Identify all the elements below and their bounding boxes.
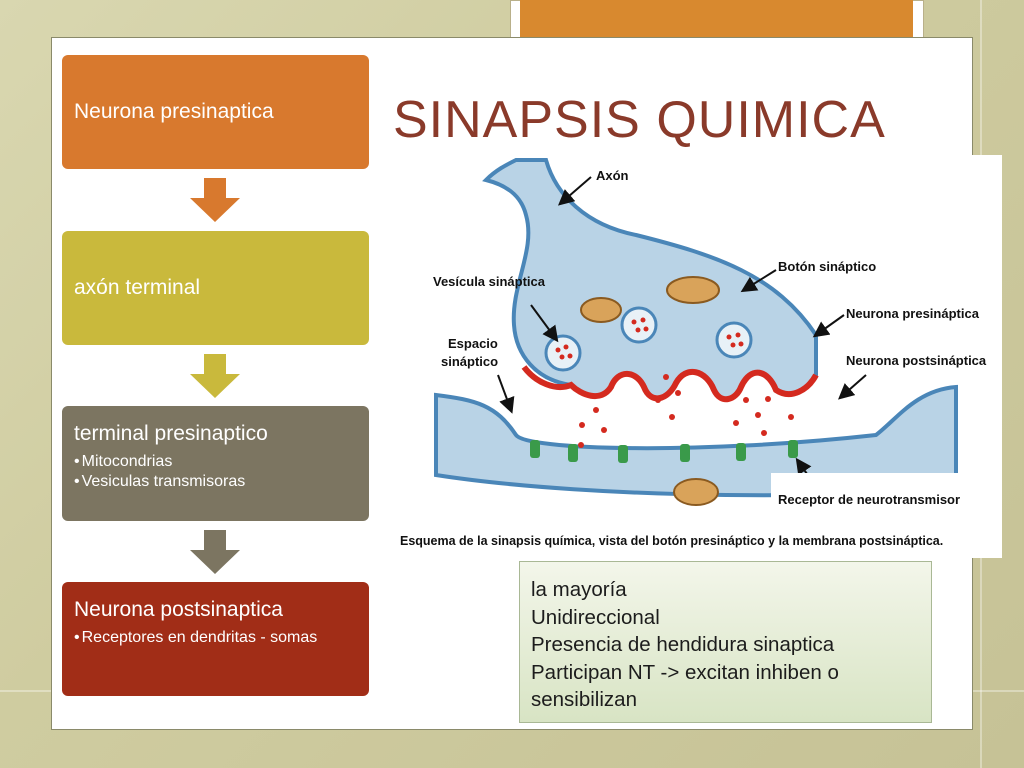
- receptor-icons: [530, 440, 798, 463]
- flow-box-axon-terminal: axón terminal: [62, 231, 369, 345]
- down-arrow-icon: [190, 354, 240, 398]
- bullet-item: Receptores en dendritas - somas: [74, 628, 357, 648]
- flow-box-bullets: Receptores en dendritas - somas: [74, 628, 357, 648]
- info-line: Participan NT -> excitan inhiben o: [531, 660, 839, 684]
- down-arrow-icon: [190, 530, 240, 574]
- info-line: sensibilizan: [531, 688, 637, 711]
- label-postsinaptica: Neurona postsináptica: [846, 353, 987, 368]
- label-pointers: [497, 176, 867, 488]
- flow-box-terminal-presinaptico: terminal presinaptico Mitocondrias Vesic…: [62, 406, 369, 521]
- info-box: la mayoría Unidireccional Presencia de h…: [519, 561, 932, 723]
- label-vesicula: Vesícula sináptica: [433, 274, 546, 289]
- synapse-illustration: Axón Botón sináptico Vesícula sináptica …: [400, 158, 997, 548]
- info-line: la mayoría: [531, 578, 627, 601]
- neurotransmitter-dots: [578, 374, 794, 448]
- synapse-diagram: Axón Botón sináptico Vesícula sináptica …: [396, 155, 1002, 558]
- down-arrow-icon: [190, 178, 240, 222]
- flow-box-neurona-postsinaptica: Neurona postsinaptica Receptores en dend…: [62, 582, 369, 696]
- synaptic-vesicles: [544, 306, 753, 372]
- label-espacio-1: Espacio: [448, 336, 498, 351]
- mitochondria-icon: [666, 276, 720, 304]
- info-line: Unidireccional: [531, 605, 660, 629]
- label-axon: Axón: [596, 168, 629, 183]
- flow-box-neurona-presinaptica: Neurona presinaptica: [62, 55, 369, 169]
- flow-box-bullets: Mitocondrias Vesiculas transmisoras: [74, 452, 357, 492]
- receptor-label-bg: [771, 473, 997, 509]
- flow-box-title: Neurona postsinaptica: [74, 598, 283, 621]
- mitochondria-icon: [580, 297, 622, 323]
- info-line: Presencia de hendidura sinaptica: [531, 633, 835, 656]
- flow-box-title: axón terminal: [74, 276, 201, 299]
- flow-box-title: terminal presinaptico: [74, 422, 268, 445]
- active-zone-membrane: [521, 365, 819, 403]
- flow-box-title: Neurona presinaptica: [74, 100, 274, 123]
- label-presinaptica: Neurona presináptica: [846, 306, 980, 321]
- bullet-item: Vesiculas transmisoras: [74, 472, 357, 492]
- diagram-caption: Esquema de la sinapsis química, vista de…: [400, 534, 943, 548]
- bullet-item: Mitocondrias: [74, 452, 357, 472]
- label-espacio-2: sináptico: [441, 354, 498, 369]
- label-boton: Botón sináptico: [778, 259, 876, 274]
- slide-title: SINAPSIS QUIMICA: [393, 91, 886, 149]
- label-receptor: Receptor de neurotransmisor: [778, 492, 960, 507]
- mitochondria-icon: [673, 478, 719, 506]
